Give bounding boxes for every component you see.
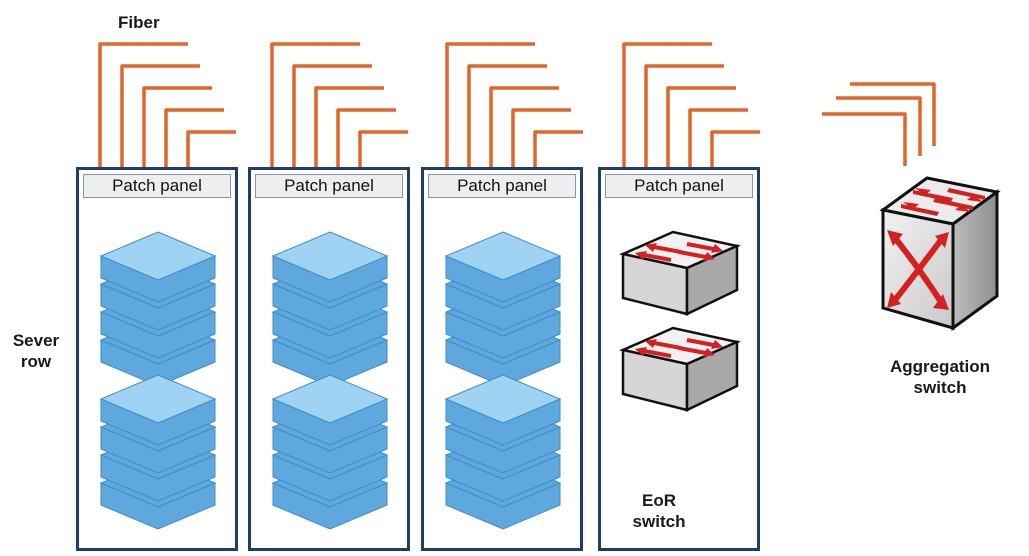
eor-switch-label: EoR switch	[629, 490, 689, 532]
server-rack-3: Patch panel	[421, 167, 583, 551]
fiber-cable	[445, 42, 535, 168]
switch-arrow-head	[635, 347, 647, 356]
patch-panel: Patch panel	[428, 174, 576, 198]
row-text: row	[20, 352, 52, 371]
server-stack-icon	[444, 374, 562, 530]
fiber-cable	[489, 86, 559, 168]
server-stack-icon	[271, 374, 389, 530]
server-slab-top	[444, 231, 562, 281]
server-stack-icon	[99, 374, 217, 530]
server-stack-icon	[271, 231, 389, 387]
server-slab-top	[99, 231, 217, 281]
patch-panel: Patch panel	[255, 174, 403, 198]
fiber-cable	[336, 108, 396, 168]
fiber-cable	[644, 64, 724, 168]
switch-side	[685, 340, 739, 412]
fiber-cable	[688, 108, 748, 168]
switch-side	[685, 244, 739, 316]
server-slab-top	[271, 374, 389, 424]
aggregation-switch-icon	[879, 176, 1001, 331]
switch-arrow-head	[645, 339, 657, 348]
switch-arrow-head	[703, 252, 715, 261]
fiber-cable	[358, 130, 408, 168]
sever-text: Sever	[12, 331, 60, 350]
fiber-cable	[270, 42, 360, 168]
switch-arrow-head	[635, 251, 647, 260]
fiber-cable	[533, 130, 583, 168]
aggregation-switch-label: Aggregation switch	[870, 356, 1010, 398]
fiber-label: Fiber	[118, 13, 160, 32]
switch-icon	[618, 326, 742, 412]
fiber-cable	[292, 64, 372, 168]
server-stack-icon	[99, 231, 217, 387]
fiber-cable	[314, 86, 384, 168]
sever-row-label: Sever row	[4, 330, 68, 372]
switch-arrow-head	[711, 340, 723, 349]
switch-arrow-head	[711, 244, 723, 253]
fiber-cable	[98, 42, 188, 168]
agg-fiber-2	[836, 96, 922, 156]
patch-panel: Patch panel	[83, 174, 231, 198]
agg-fiber-3	[850, 82, 936, 146]
patch-panel: Patch panel	[605, 174, 753, 198]
switch-arrow-head	[703, 348, 715, 357]
eor-rack: Patch panel EoR switch	[598, 167, 760, 551]
fiber-cable	[666, 86, 736, 168]
server-stack-icon	[444, 231, 562, 387]
fiber-cable	[164, 108, 224, 168]
eor-text: EoR	[642, 491, 676, 510]
fiber-cable	[710, 130, 760, 168]
server-slab-top	[99, 374, 217, 424]
switch-arrow-head	[645, 243, 657, 252]
fiber-cable	[120, 64, 200, 168]
server-slab-top	[271, 231, 389, 281]
agg-fiber-1	[822, 112, 907, 166]
fiber-cable	[186, 130, 236, 168]
fiber-cable	[511, 108, 571, 168]
aggregation-text: Aggregation	[889, 357, 991, 376]
fiber-cable	[142, 86, 212, 168]
server-rack-2: Patch panel	[248, 167, 410, 551]
switch-icon	[618, 230, 742, 316]
aggregation-switch-text: switch	[913, 378, 967, 397]
fiber-cable	[467, 64, 547, 168]
server-slab-top	[444, 374, 562, 424]
server-rack-1: Patch panel	[76, 167, 238, 551]
fiber-cable	[622, 42, 712, 168]
eor-switch-text: switch	[632, 512, 686, 531]
